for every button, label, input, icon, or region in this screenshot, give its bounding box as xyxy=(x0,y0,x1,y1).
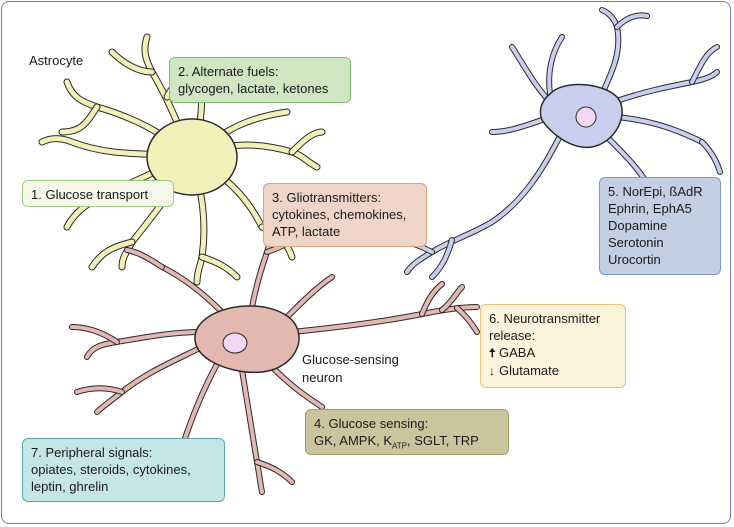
box3-line: 3. Gliotransmitters: xyxy=(272,190,382,205)
blue-neuron-process-fill xyxy=(547,35,564,96)
astrocyte-process-fill xyxy=(199,254,240,280)
neuron-label-line1: Glucose-sensing xyxy=(302,352,399,367)
box5-line: Ephrin, EphA5 xyxy=(608,201,692,216)
blue-neuron-process-fill xyxy=(405,130,564,274)
neuron-label-line2: neuron xyxy=(302,370,343,385)
astrocyte-process-fill xyxy=(59,104,100,135)
box5-line: 5. NorEpi, ßAdR xyxy=(608,184,703,199)
neuron-process-fill xyxy=(420,282,444,316)
box4-line: 4. Glucose sensing: xyxy=(314,416,429,431)
neuron-soma xyxy=(194,305,300,374)
box7-line: opiates, steroids, cytokines, xyxy=(31,462,191,477)
gliotransmitters-box: 3. Gliotransmitters: cytokines, chemokin… xyxy=(263,183,427,247)
neuron-process-fill xyxy=(290,305,479,334)
neuron-process-fill xyxy=(280,275,334,324)
glucose-transport-box: 1. Glucose transport xyxy=(22,180,174,207)
neuron-process-fill xyxy=(180,362,219,449)
box6-line: release: xyxy=(489,328,536,343)
up-arrow-icon: 🠅 xyxy=(489,346,496,360)
astrocyte-process-fill xyxy=(109,49,155,75)
blue-neuron-process xyxy=(614,114,705,145)
glucose-sensing-box: 4. Glucose sensing: GK, AMPK, KATP, SGLT… xyxy=(305,409,509,455)
box5-line: Urocortin xyxy=(608,252,661,267)
astrocyte xyxy=(38,33,326,286)
blue-neuron-process-fill xyxy=(510,45,552,104)
box5-line: Dopamine xyxy=(608,218,668,233)
blue-neuron-process-fill xyxy=(612,70,719,104)
neuron-process-fill xyxy=(270,365,324,409)
blue-neuron-process-fill xyxy=(690,45,719,84)
glutamate-row: ↓ Glutamate xyxy=(489,362,617,380)
astrocyte-process-fill xyxy=(289,129,325,155)
peripheral-signals-box: 7. Peripheral signals: opiates, steroids… xyxy=(22,438,225,502)
neuromodulators-box: 5. NorEpi, ßAdR Ephrin, EphA5 Dopamine S… xyxy=(599,177,721,275)
box2-line: glycogen, lactate, ketones xyxy=(178,81,329,96)
blue-neuron-process-fill xyxy=(615,13,649,29)
neuron-nucleus xyxy=(222,332,248,354)
astrocyte-label: Astrocyte xyxy=(29,53,84,68)
astrocyte-body xyxy=(146,118,238,196)
blue-neuron-process-fill xyxy=(490,118,544,134)
box3-line: cytokines, chemokines, xyxy=(272,207,407,222)
box4-subscript: ATP xyxy=(392,441,407,451)
box4-text: GK, AMPK, K xyxy=(314,433,393,448)
box7-line: 7. Peripheral signals: xyxy=(31,445,153,460)
gaba-row: 🠅GABA xyxy=(489,344,617,362)
blue-neuron xyxy=(399,7,723,280)
neurotransmitter-release-box: 6. Neurotransmitter release: 🠅GABA ↓ Glut… xyxy=(480,304,626,388)
down-arrow-icon: ↓ xyxy=(489,364,495,378)
glutamate-label: Glutamate xyxy=(499,363,559,378)
neuron-process-fill xyxy=(75,386,124,394)
alternate-fuels-box: 2. Alternate fuels: glycogen, lactate, k… xyxy=(169,57,351,103)
neuron-process-fill xyxy=(255,460,294,484)
neuron-process-fill xyxy=(240,368,264,494)
box1-line: 1. Glucose transport xyxy=(31,187,149,202)
box3-line: ATP, lactate xyxy=(272,224,341,239)
box5-line: Serotonin xyxy=(608,235,664,250)
box2-line: 2. Alternate fuels: xyxy=(178,64,279,79)
neuron-process-fill xyxy=(440,285,464,312)
glucose-sensing-neuron xyxy=(69,224,480,495)
blue-neuron-process-fill xyxy=(430,238,454,279)
box4-line: GK, AMPK, KATP, SGLT, TRP xyxy=(314,432,500,455)
gaba-label: GABA xyxy=(499,345,536,360)
neuron-process-fill xyxy=(455,306,479,334)
blue-neuron-nucleus xyxy=(575,106,597,128)
neuron-process-fill xyxy=(125,248,164,269)
blue-neuron-process-fill xyxy=(700,140,722,174)
box7-line: leptin, ghrelin xyxy=(31,479,109,494)
box4-text: , SGLT, TRP xyxy=(407,433,479,448)
box6-line: 6. Neurotransmitter xyxy=(489,311,601,326)
neuron-process-fill xyxy=(160,265,224,314)
blue-neuron-process-fill xyxy=(615,115,704,144)
astrocyte-process-fill xyxy=(89,239,135,270)
neuron-process-fill xyxy=(70,325,119,344)
